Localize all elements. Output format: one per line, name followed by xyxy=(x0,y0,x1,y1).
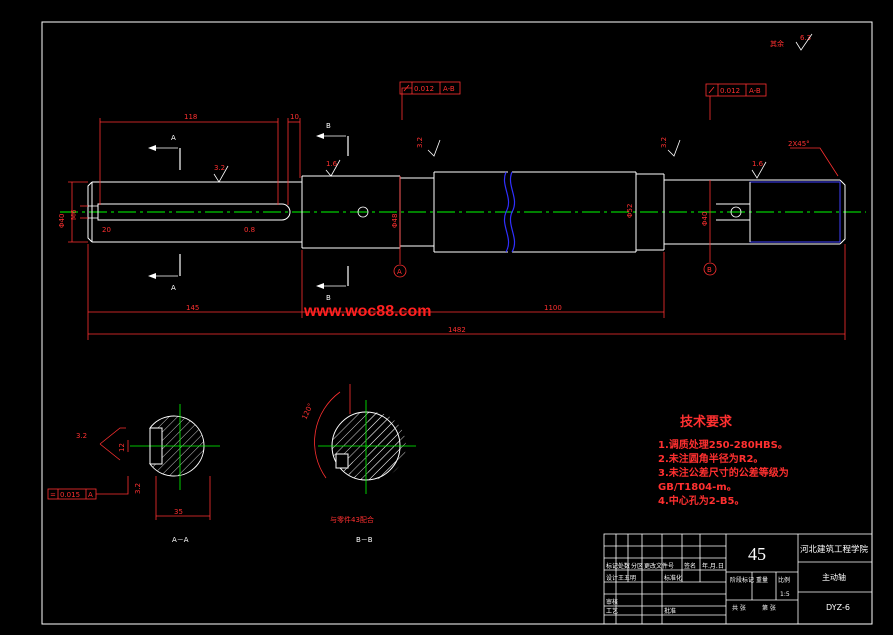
tech-requirements: 技术要求 1.调质处理250-280HBS。 2.未注圆角半径为R2。 3.未注… xyxy=(658,414,789,507)
tb-school: 河北建筑工程学院 xyxy=(800,544,869,555)
tb-scale: 1:5 xyxy=(780,591,790,598)
section-marker-b-bottom: B xyxy=(316,266,349,302)
tb-standard: 标准化 xyxy=(664,574,682,582)
center-hole-left xyxy=(87,205,99,219)
roughness-general-label: 其余 xyxy=(770,39,784,48)
tb-designer: 王五明 xyxy=(618,575,636,582)
tb-approve: 批准 xyxy=(664,607,676,615)
tb-header-count: 处数 xyxy=(618,562,630,570)
tb-header-sign: 签名 xyxy=(684,562,696,570)
dim-chamfer: 2X45° xyxy=(788,140,810,148)
tb-process: 工艺 xyxy=(606,607,618,615)
tb-material: 45 xyxy=(748,544,766,564)
section-marker-a-bottom: A xyxy=(148,254,181,292)
tech-item-4: 4.中心孔为2-B5。 xyxy=(658,494,744,507)
section-a-label-top: A xyxy=(171,134,176,142)
drawing-border xyxy=(41,21,873,625)
shaft-outline xyxy=(87,171,846,253)
tb-sheets: 共 张 xyxy=(732,604,746,612)
dim-dia-b: Φ48 xyxy=(391,214,399,228)
roughness-shoulder-right: 3.2 xyxy=(660,137,668,148)
roughness-general: 其余 6.3 xyxy=(770,33,813,51)
roughness-general-value: 6.3 xyxy=(800,34,811,42)
tolerance-frame-1: 0.012 A-B xyxy=(399,81,461,120)
break-line-right xyxy=(509,171,516,253)
dim-aa-35: 35 xyxy=(174,508,183,516)
tb-header-zone: 分区 xyxy=(631,562,643,570)
tolerance-frame-2: 0.012 A-B xyxy=(705,83,767,120)
tb-header-file: 更改文件号 xyxy=(644,562,674,570)
tolerance-3-ref: A xyxy=(88,491,93,499)
tolerance-2-value: 0.012 xyxy=(720,87,740,95)
datum-b: B xyxy=(703,244,717,276)
dim-dia-mid: Φ52 xyxy=(626,204,634,218)
tech-item-3b: GB/T1804-m。 xyxy=(658,482,737,493)
dim-20: 20 xyxy=(102,226,111,234)
datum-b-label: B xyxy=(707,266,712,274)
tb-stage: 阶段标记 xyxy=(730,576,754,584)
roughness-marks: 3.2 1.6 1.6 3.2 3.2 xyxy=(213,137,767,183)
section-b-label-bottom: B xyxy=(326,294,331,302)
tb-part-name: 主动轴 xyxy=(822,572,846,582)
roughness-aa-1: 3.2 xyxy=(76,432,87,440)
section-bb-title: B－B xyxy=(356,536,373,544)
roughness-left: 3.2 xyxy=(214,164,225,172)
center-mark-right xyxy=(730,206,742,218)
tolerance-3-value: 0.015 xyxy=(60,491,80,499)
section-marker-b-top: B xyxy=(316,122,349,156)
section-bb-note: 与零件43配合 xyxy=(330,515,374,524)
dim-dia-left: Φ40 xyxy=(58,214,66,228)
dim-dia-center-hole: M6 xyxy=(70,209,78,220)
dim-1482: 1482 xyxy=(448,326,466,334)
tech-item-2: 2.未注圆角半径为R2。 xyxy=(658,452,763,465)
roughness-b: 1.6 xyxy=(326,160,338,168)
dim-1100: 1100 xyxy=(544,304,562,312)
tb-design: 设计 xyxy=(606,574,618,582)
tb-check: 审核 xyxy=(606,598,618,606)
datum-a: A xyxy=(393,248,407,278)
section-b-label-top: B xyxy=(326,122,331,130)
tolerance-1-value: 0.012 xyxy=(414,85,434,93)
dimension-lines xyxy=(68,118,846,340)
tech-item-3: 3.未注公差尺寸的公差等级为 xyxy=(658,466,789,479)
section-aa-title: A－A xyxy=(172,536,189,544)
roughness-shoulder-left: 3.2 xyxy=(416,137,424,148)
dim-aa-12: 12 xyxy=(118,443,126,452)
break-line-left xyxy=(503,171,510,253)
dim-118: 118 xyxy=(184,113,197,121)
watermark: www.woc88.com xyxy=(303,303,431,320)
dim-0-8: 0.8 xyxy=(244,226,255,234)
datum-a-label: A xyxy=(397,268,402,276)
dim-dia-right: Φ40 xyxy=(701,212,709,226)
dim-10: 10 xyxy=(290,113,299,121)
svg-text:=: = xyxy=(50,491,56,499)
title-block xyxy=(603,533,873,625)
tb-sheet: 第 张 xyxy=(762,604,776,612)
tb-weight: 重量 xyxy=(756,576,768,584)
center-mark-b xyxy=(357,206,369,218)
tech-title: 技术要求 xyxy=(680,414,733,430)
section-aa-view: = 0.015 A 3.2 3.2 12 35 A－A xyxy=(47,404,220,544)
section-bb-view: 120° 与零件43配合 B－B xyxy=(301,384,416,544)
tech-item-1: 1.调质处理250-280HBS。 xyxy=(658,438,788,451)
tb-header-date: 年.月.日 xyxy=(702,562,724,570)
section-marker-a-top: A xyxy=(148,134,181,170)
roughness-aa-2: 3.2 xyxy=(134,483,142,494)
tolerance-1-ref: A-B xyxy=(443,85,455,93)
tb-header-mark: 标记 xyxy=(606,562,618,570)
roughness-right: 1.6 xyxy=(752,160,764,168)
dim-145: 145 xyxy=(186,304,199,312)
tb-ratio: 比例 xyxy=(778,576,790,584)
section-a-label-bottom: A xyxy=(171,284,176,292)
tolerance-2-ref: A-B xyxy=(749,87,761,95)
tb-part-code: DYZ-6 xyxy=(826,603,850,612)
